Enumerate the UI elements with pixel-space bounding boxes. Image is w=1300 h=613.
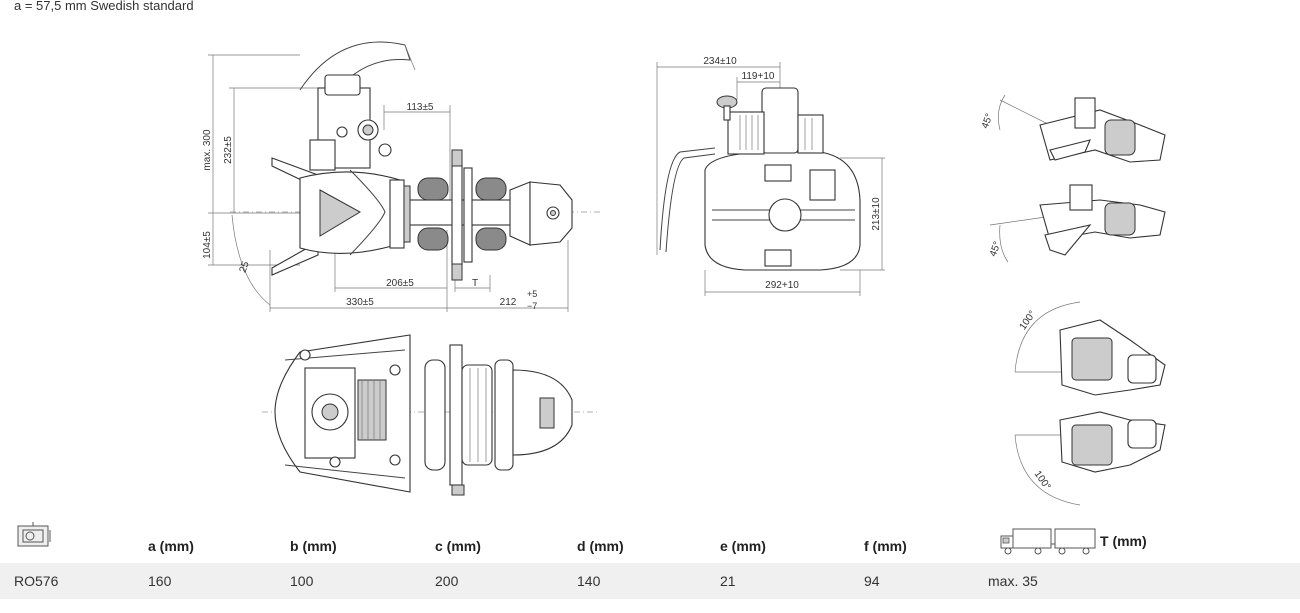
dim-front-height: 213±10 <box>871 197 882 231</box>
swing-left-view: 100° <box>1014 301 1166 396</box>
dim-angle-25: 25 <box>238 260 252 275</box>
angle-views: 45° 45° 100° 100° <box>980 94 1166 506</box>
dim-front-width-bottom: 292+10 <box>765 280 799 291</box>
truck-trailer-icon <box>1000 528 1096 555</box>
cell-a: 160 <box>148 573 172 589</box>
front-view-drawing: 234±10 119+10 213±10 292+10 <box>656 56 885 296</box>
cell-d: 140 <box>577 573 601 589</box>
spec-table-header: a (mm) b (mm) c (mm) d (mm) e (mm) f (mm… <box>0 518 1300 562</box>
table-row: RO576 160 100 200 140 21 94 max. 35 <box>0 563 1300 599</box>
cell-c: 200 <box>435 573 459 589</box>
dim-lower-height: 104±5 <box>202 231 213 259</box>
header-d: d (mm) <box>577 538 624 554</box>
cell-e: 21 <box>720 573 736 589</box>
side-view-drawing: max. 300 232±5 104±5 25 113±5 206±5 T 33… <box>202 41 600 312</box>
dim-front-width-top: 234±10 <box>703 56 737 67</box>
dim-offset: 113±5 <box>407 102 434 113</box>
page-caption: a = 57,5 mm Swedish standard <box>14 0 194 13</box>
dim-tail-tol-plus: +5 <box>527 289 537 299</box>
cell-t: max. 35 <box>988 573 1038 589</box>
dim-length: 330±5 <box>346 297 374 308</box>
angle-swing-right: 100° <box>1032 469 1053 492</box>
header-b: b (mm) <box>290 538 337 554</box>
dim-front-width-inner: 119+10 <box>742 71 775 82</box>
swing-right-view: 100° <box>1014 411 1166 506</box>
header-e: e (mm) <box>720 538 766 554</box>
tilt-up-view: 45° <box>980 94 1166 163</box>
header-t: T (mm) <box>1100 533 1147 549</box>
header-c: c (mm) <box>435 538 481 554</box>
angle-tilt-up: 45° <box>980 112 996 130</box>
dimension-diagram-icon <box>17 522 51 547</box>
header-f: f (mm) <box>864 538 907 554</box>
dim-upper-height: 232±5 <box>223 136 234 164</box>
cell-model: RO576 <box>14 573 59 589</box>
header-a: a (mm) <box>148 538 194 554</box>
dim-t: T <box>472 278 478 289</box>
dim-tail-tol-minus: −7 <box>527 301 537 311</box>
dim-max-height: max. 300 <box>202 129 213 171</box>
dim-tail: 212 <box>500 297 517 308</box>
top-view-drawing <box>262 334 600 496</box>
technical-drawings: max. 300 232±5 104±5 25 113±5 206±5 T 33… <box>202 41 1166 506</box>
cell-f: 94 <box>864 573 880 589</box>
angle-swing-left: 100° <box>1018 309 1039 332</box>
cell-b: 100 <box>290 573 314 589</box>
dim-mid: 206±5 <box>386 278 414 289</box>
angle-tilt-down: 45° <box>988 240 1004 258</box>
tilt-down-view: 45° <box>988 184 1166 263</box>
